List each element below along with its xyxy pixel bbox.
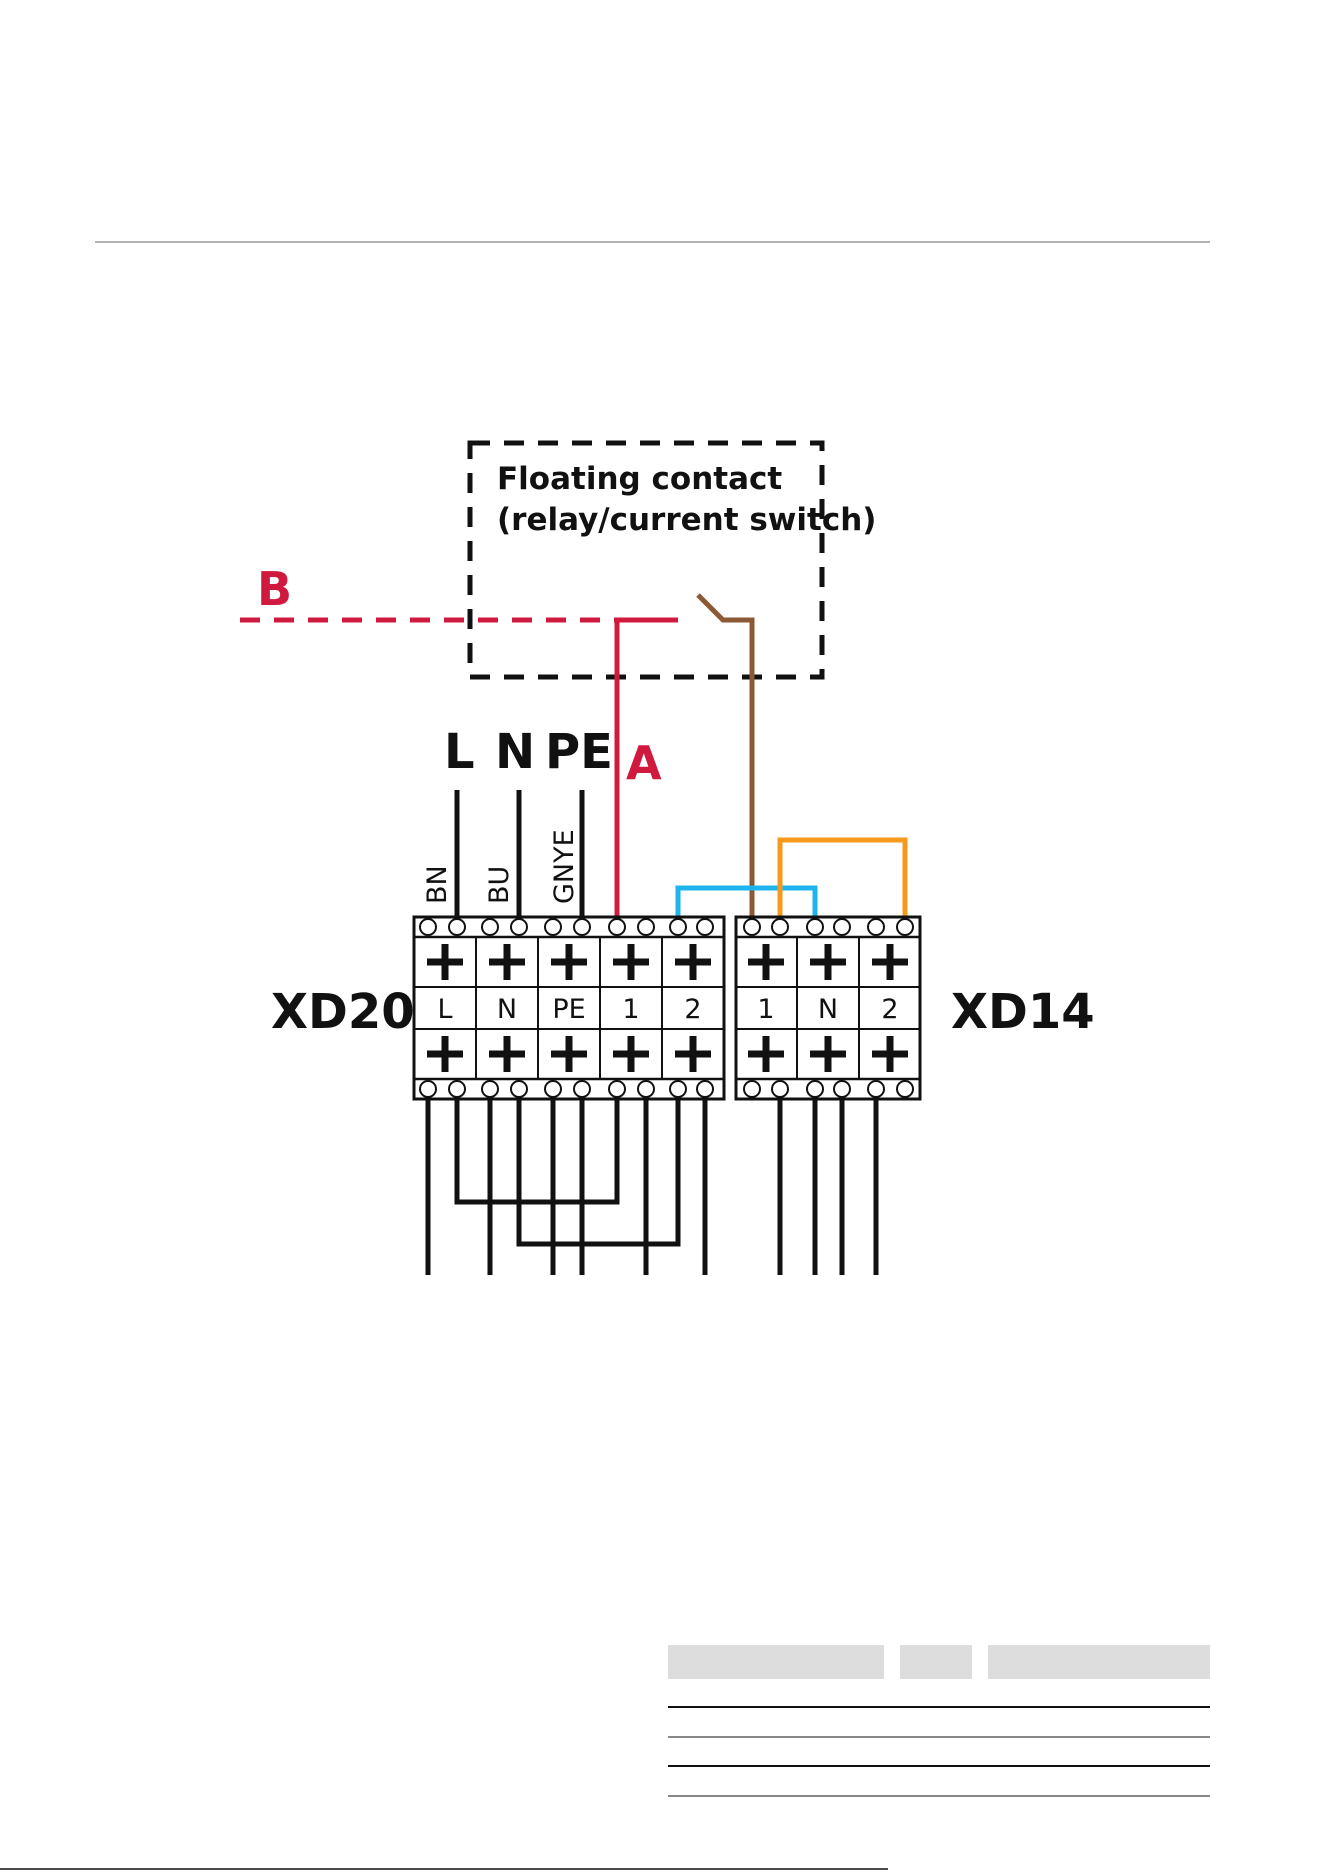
- xd14-terminal-label: N: [818, 994, 838, 1025]
- supply-n-label: N: [495, 724, 535, 780]
- xd14-output-wires: [780, 1097, 876, 1275]
- table-header-cell: [668, 1645, 884, 1679]
- signal-a-label: A: [626, 736, 662, 790]
- xd20-terminal-label: 2: [684, 994, 701, 1025]
- xd14-terminal-label: 2: [881, 994, 898, 1025]
- switch-contact-wire: [698, 595, 752, 925]
- xd20-output-wires: [428, 1097, 705, 1275]
- floating-contact-box: Floating contact (relay/current switch): [470, 443, 876, 677]
- xd14-terminal-block: 1 N 2: [736, 917, 920, 1099]
- contact-box-subtitle: (relay/current switch): [497, 502, 876, 538]
- signal-b-label: B: [257, 562, 292, 616]
- empty-table: [668, 1645, 1210, 1796]
- xd20-terminal-label: L: [437, 994, 452, 1025]
- xd20-terminal-label: N: [497, 994, 517, 1025]
- xd20-label: XD20: [271, 984, 415, 1040]
- xd20-terminal-block: L N PE 1 2: [414, 917, 724, 1099]
- xd14-label: XD14: [951, 984, 1095, 1040]
- wire-color-gnye: GNYE: [549, 829, 580, 904]
- orange-bridge-wire: [780, 840, 905, 925]
- xd14-terminal-label: 1: [757, 994, 774, 1025]
- table-header-cell: [988, 1645, 1210, 1679]
- wire-color-bu: BU: [484, 866, 515, 904]
- wire-color-bn: BN: [422, 865, 453, 904]
- contact-box-title: Floating contact: [497, 461, 782, 497]
- xd20-terminal-label: 1: [622, 994, 639, 1025]
- xd20-terminal-label: PE: [552, 994, 585, 1025]
- supply-l-label: L: [444, 724, 475, 780]
- table-header-cell: [900, 1645, 972, 1679]
- supply-pe-label: PE: [545, 724, 613, 780]
